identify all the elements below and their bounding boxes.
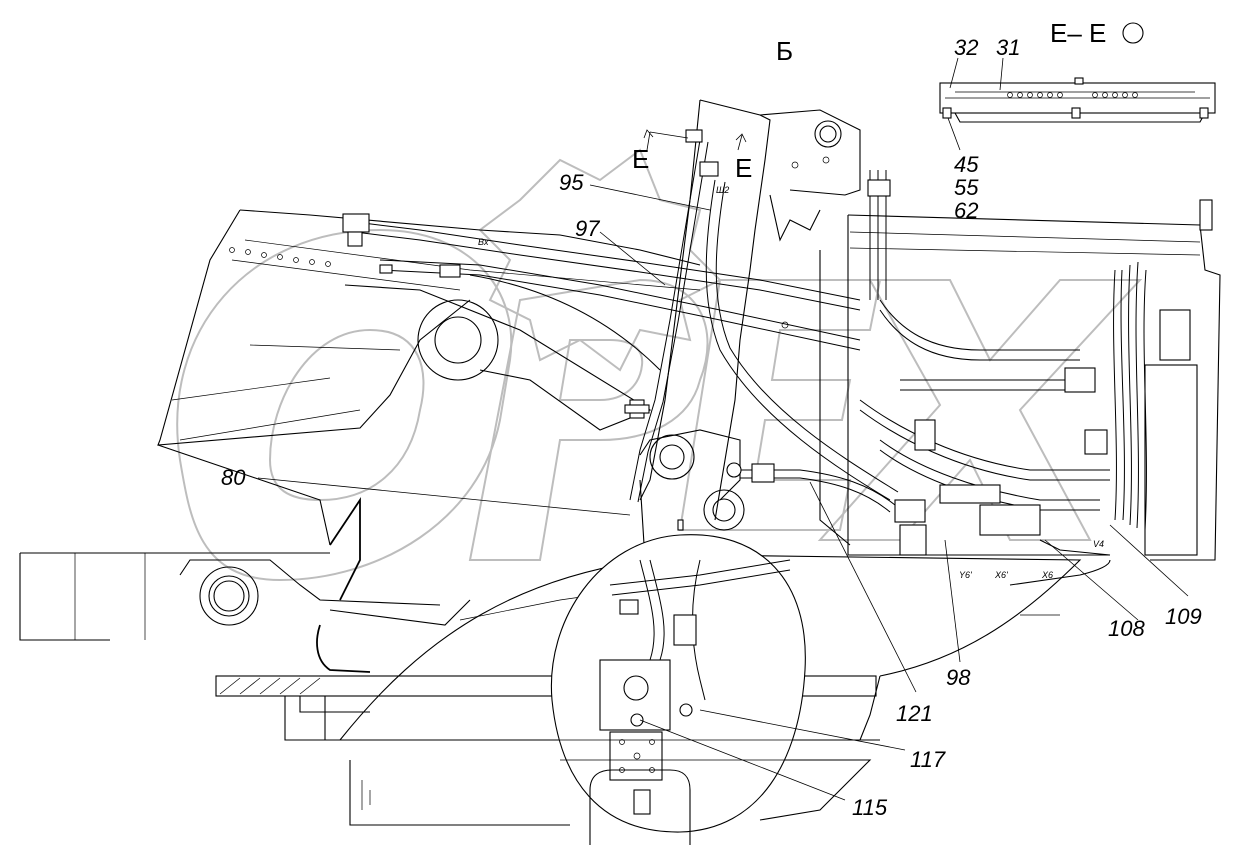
hydraulic-tube-95 bbox=[624, 129, 719, 503]
vertical-column bbox=[639, 99, 861, 571]
hydraulic-tube-121 bbox=[705, 179, 899, 513]
mark-y6-prime: Y6' bbox=[959, 570, 972, 580]
right-hydraulic-block bbox=[847, 170, 1221, 561]
bolt-row bbox=[229, 247, 331, 267]
callout-115: 115 bbox=[852, 795, 888, 820]
mark-v4: V4 bbox=[1093, 539, 1104, 549]
callout-95: 95 bbox=[559, 170, 584, 195]
callout-98: 98 bbox=[946, 665, 971, 690]
callout-108: 108 bbox=[1108, 616, 1145, 641]
leader-lines bbox=[257, 57, 1189, 801]
upper-hose-run bbox=[342, 213, 861, 371]
mark-x6-prime: X6' bbox=[994, 570, 1008, 580]
cut-mark-right: Е bbox=[735, 153, 752, 183]
callout-121: 121 bbox=[896, 701, 933, 726]
mark-sh2: Ш2 bbox=[716, 185, 729, 195]
callout-45: 45 bbox=[954, 152, 979, 177]
main-frame bbox=[157, 209, 701, 546]
callout-117: 117 bbox=[910, 747, 946, 772]
mark-bx: Bx bbox=[478, 237, 489, 247]
callout-62: 62 bbox=[954, 198, 978, 223]
mark-x6: X6 bbox=[1041, 570, 1053, 580]
view-label-b: Б bbox=[776, 36, 793, 66]
detail-view-circle bbox=[550, 534, 806, 845]
callout-55: 55 bbox=[954, 175, 979, 200]
callout-80: 80 bbox=[221, 465, 246, 490]
callout-109: 109 bbox=[1165, 604, 1202, 629]
callout-31: 31 bbox=[996, 35, 1020, 60]
callout-32: 32 bbox=[954, 35, 978, 60]
section-label-ee: Е– Е bbox=[1050, 18, 1106, 48]
section-ee-view bbox=[939, 77, 1216, 123]
cut-mark-left: Е bbox=[632, 144, 649, 174]
callout-97: 97 bbox=[575, 216, 600, 241]
lower-left-beam bbox=[19, 497, 471, 673]
section-marker-icon bbox=[1122, 22, 1144, 44]
